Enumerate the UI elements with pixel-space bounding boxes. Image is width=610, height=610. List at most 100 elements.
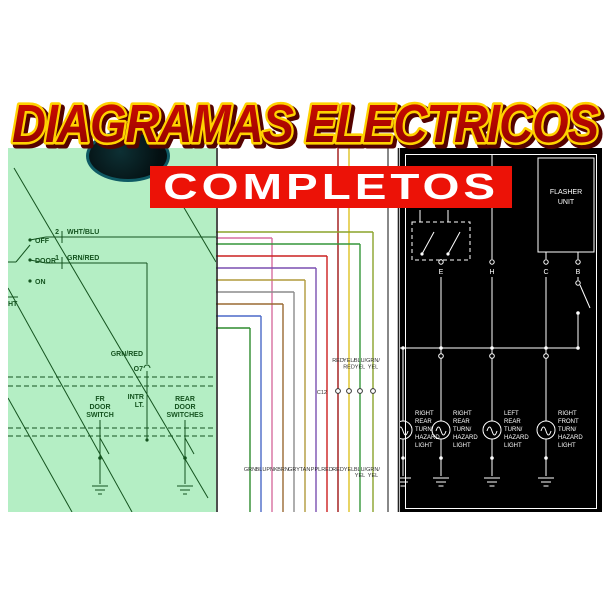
flasher-unit-label: UNIT	[558, 199, 575, 206]
lamp-label-line: REAR	[504, 419, 521, 425]
junction-dot	[544, 346, 548, 350]
lamp-label-line: LIGHT	[415, 443, 433, 449]
junction-dot	[98, 456, 102, 460]
connector-terminal	[543, 353, 549, 359]
wire-code-label: BRN	[277, 467, 289, 473]
lamp-label-line: HAZARD	[453, 435, 478, 441]
lamp-label-line: RIGHT	[558, 411, 577, 417]
terminal-circle	[489, 259, 495, 265]
component-label-line: LT.	[135, 402, 144, 409]
title-banner: DIAGRAMAS ELECTRICOS DIAGRAMAS ELECTRICO…	[10, 94, 606, 158]
subtitle-text: COMPLETOS	[163, 166, 499, 207]
terminal-circle	[575, 259, 581, 265]
lamp-filament-icon	[400, 426, 409, 436]
switch-contact	[446, 252, 450, 256]
connector-terminal	[346, 388, 352, 394]
switch-position-label: OFF	[35, 238, 50, 245]
middle-panel-bg	[216, 148, 400, 512]
lamp-group: RIGHT REAR TURN/HAZARD LIGHT RIGHT REAR TURN/H…	[400, 277, 583, 487]
wire-code-label: RED	[343, 365, 355, 371]
flasher-unit-label: FLASHER	[550, 189, 582, 196]
wire-code-label: GRN/RED	[111, 351, 143, 358]
lamp-label-line: RIGHT	[453, 411, 472, 417]
diagonal-wire	[13, 167, 209, 499]
wire-code-label: PNK	[266, 467, 278, 473]
switch-lever-icon	[15, 244, 31, 263]
clipped-edge-label: HT	[8, 301, 18, 308]
lamp-label-line: HAZARD	[558, 435, 583, 441]
wire-code-label: RED	[332, 358, 344, 364]
lamp-label-line: TURN/	[558, 427, 577, 433]
terminal-letter: H	[489, 269, 494, 276]
inline-connector-icon	[143, 364, 151, 369]
diagonal-wire	[8, 287, 133, 512]
subtitle-banner: COMPLETOS	[150, 166, 512, 208]
lamp-filament-icon	[540, 426, 552, 436]
wire-code-label: RED	[321, 467, 333, 473]
lamp-label-line: REAR	[453, 419, 470, 425]
left-panel-wiring	[8, 149, 216, 512]
left-panel-bg	[8, 148, 216, 512]
wire-code-label: BLU/	[354, 467, 367, 473]
connector-terminal	[489, 353, 495, 359]
wire-code-label: TAN	[300, 467, 311, 473]
wire-code-label: GRN/	[366, 358, 380, 364]
component-label-line: SWITCH	[86, 412, 114, 419]
switch-position-label: DOOR	[35, 258, 56, 265]
lamp-label-line: LIGHT	[558, 443, 576, 449]
wire-pin-label: 2	[55, 229, 59, 236]
junction-dot	[183, 456, 187, 460]
connector-id-label: C12	[317, 390, 327, 396]
lamp-filament-icon	[486, 426, 498, 436]
lamp-label-line: HAZARD	[504, 435, 529, 441]
component-label-line: DOOR	[175, 404, 196, 411]
title-shadow-text: DIAGRAMAS ELECTRICOS	[15, 97, 602, 157]
lamp-label-line: RIGHT	[415, 411, 434, 417]
wire-code-label: YEL	[368, 365, 378, 371]
switch-lever-icon	[99, 437, 110, 455]
component-label-line: DOOR	[90, 404, 111, 411]
junction-dot	[490, 346, 494, 350]
lamp-label-line: TURN/	[504, 427, 523, 433]
relay-switch-pivot	[575, 280, 581, 286]
component-label-line: REAR	[175, 396, 195, 403]
switch-position-label: ON	[35, 279, 46, 286]
component-label-line: FR	[95, 396, 104, 403]
connector-id-label: O7	[134, 366, 143, 373]
switch-lever-icon	[447, 231, 461, 255]
middle-panel-frame	[216, 148, 400, 512]
wire-code-label: YEL	[355, 365, 365, 371]
junction-dot	[544, 456, 548, 460]
wire-code-label: YEL	[355, 473, 365, 479]
wire-code-label: BLU/	[354, 358, 367, 364]
component-label-line: INTR	[128, 394, 144, 401]
lamp-filament-icon	[435, 426, 447, 436]
terminal-letter: C	[543, 269, 548, 276]
terminal-letter: E	[439, 269, 444, 276]
junction-dot	[439, 346, 443, 350]
lamp-label-line: LEFT	[504, 411, 519, 417]
junction-dot	[490, 456, 494, 460]
connector-terminal	[357, 388, 363, 394]
wire-code-label: GRN/	[366, 467, 380, 473]
wire-code-label: GRN	[244, 467, 256, 473]
wire-code-label: BLU	[256, 467, 267, 473]
connector-terminal	[438, 353, 444, 359]
switch-lever-icon	[421, 231, 435, 255]
wire-code-label: RED	[332, 467, 344, 473]
junction-dot	[401, 346, 405, 350]
terminal-circle	[438, 259, 444, 265]
wire	[29, 236, 47, 241]
hazard-switch-connector-box	[411, 221, 471, 261]
wire-code-label: YEL/	[343, 358, 355, 364]
switch-contact	[420, 252, 424, 256]
lamp-label-line: REAR	[415, 419, 432, 425]
wire-code-label: YEL	[344, 467, 354, 473]
connector-terminal	[370, 388, 376, 394]
wire-code-label: PPL	[311, 467, 321, 473]
junction-dot	[439, 456, 443, 460]
